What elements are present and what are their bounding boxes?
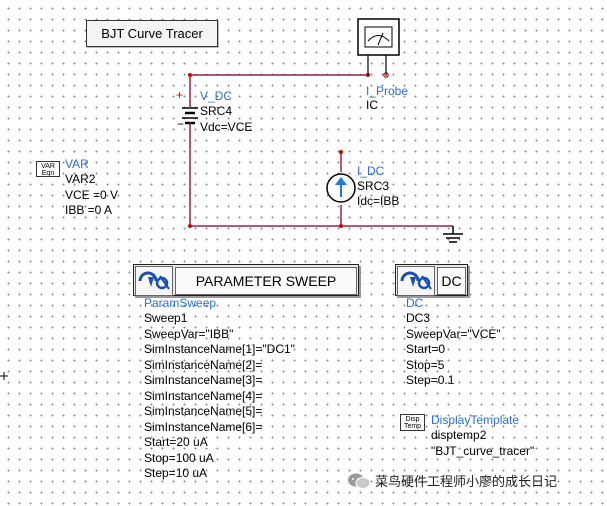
display-template-line: "BJT_curve_tracer" <box>431 443 535 458</box>
schematic-title-box[interactable]: BJT Curve Tracer <box>86 20 218 47</box>
var-eqn-icon[interactable]: VAR Eqn <box>36 161 60 177</box>
isrc-type-label: I_DC <box>357 164 385 178</box>
dc-line: SweepVar="VCE" <box>406 326 501 341</box>
param-sweep-line: Sweep1 <box>144 311 188 325</box>
var-type-label: VAR <box>65 157 89 171</box>
param-sweep-controller[interactable]: PARAMETER SWEEP <box>133 264 359 296</box>
pin-isrc-top[interactable] <box>339 150 343 154</box>
param-sweep-line: SweepVar="IBB" <box>144 326 234 341</box>
param-sweep-icon <box>135 266 173 296</box>
watermark: 菜鸟硬件工程师小廖的成长日记 <box>347 471 557 490</box>
pin-isrc-bottom[interactable] <box>339 224 343 228</box>
display-template-line: disptemp2 <box>431 428 487 442</box>
dc-line: Stop=5 <box>406 357 445 372</box>
current-probe-meter-icon[interactable] <box>357 18 400 75</box>
wechat-icon <box>348 473 371 489</box>
var-line: VCE =0 V <box>65 187 119 202</box>
param-sweep-line: Step=10 uA <box>144 466 208 480</box>
param-sweep-line: SimInstanceName[5]= <box>144 404 263 418</box>
param-sweep-params: Sweep1 SweepVar="IBB" SimInstanceName[1]… <box>144 311 295 482</box>
dc-controller[interactable]: DC <box>395 264 468 296</box>
voltage-source-symbol[interactable] <box>182 94 198 141</box>
vsrc-minus-sign: − <box>177 117 185 131</box>
ground-icon[interactable] <box>443 226 463 243</box>
schematic-title: BJT Curve Tracer <box>101 26 203 41</box>
var-name: VAR2 <box>65 172 96 186</box>
dc-line: Step=0.1 <box>406 373 455 387</box>
param-sweep-line: SimInstanceName[6]= <box>144 419 263 434</box>
pin-vsrc-bottom[interactable] <box>188 224 192 228</box>
vsrc-plus-sign: + <box>176 88 184 102</box>
disp-icon-text-top: Disp <box>405 416 420 423</box>
probe-name-label: IC <box>366 98 378 112</box>
crosshair-marker <box>0 372 8 380</box>
param-sweep-type-label: ParamSweep <box>144 296 217 310</box>
vsrc-param-label: Vdc=VCE <box>200 120 253 134</box>
param-sweep-line: SimInstanceName[2]= <box>144 357 263 372</box>
var-icon-text-top: VAR <box>41 163 55 170</box>
dc-line: DC3 <box>406 311 431 325</box>
param-sweep-line: SimInstanceName[3]= <box>144 373 263 387</box>
param-sweep-line: Stop=100 uA <box>144 450 214 465</box>
dc-sim-icon <box>397 266 435 296</box>
param-sweep-line: SimInstanceName[1]="DC1" <box>144 342 295 356</box>
isrc-param-label: Idc=IBB <box>357 194 400 208</box>
watermark-text: 菜鸟硬件工程师小廖的成长日记 <box>375 474 558 489</box>
var-line: IBB =0 A <box>65 203 113 217</box>
display-template-params: disptemp2 "BJT_curve_tracer" <box>431 428 534 459</box>
vsrc-type-label: V_DC <box>200 89 233 103</box>
display-template-icon[interactable]: Disp Temp <box>400 414 425 431</box>
isrc-name-label: SRC3 <box>357 179 390 193</box>
pin-node-top[interactable] <box>188 73 192 77</box>
dc-params: DC3 SweepVar="VCE" Start=0 Stop=5 Step=0… <box>406 311 501 389</box>
display-template-type-label: DisplayTemplate <box>431 413 520 427</box>
var-icon-text-bottom: Eqn <box>41 170 55 177</box>
dc-type-label: DC <box>406 296 424 310</box>
vsrc-name-label: SRC4 <box>200 104 233 118</box>
dc-line: Start=0 <box>406 342 446 356</box>
wire-top[interactable] <box>189 74 368 80</box>
dc-header: DC <box>437 267 466 295</box>
disp-icon-text-bottom: Temp <box>403 423 422 430</box>
probe-type-label: I_Probe <box>366 84 409 98</box>
current-source-symbol[interactable] <box>326 173 356 203</box>
param-sweep-line: SimInstanceName[4]= <box>144 388 263 403</box>
param-sweep-header: PARAMETER SWEEP <box>175 267 357 295</box>
param-sweep-line: Start=20 uA <box>144 435 208 449</box>
var-block-params: VAR2 VCE =0 V IBB =0 A <box>65 172 118 219</box>
